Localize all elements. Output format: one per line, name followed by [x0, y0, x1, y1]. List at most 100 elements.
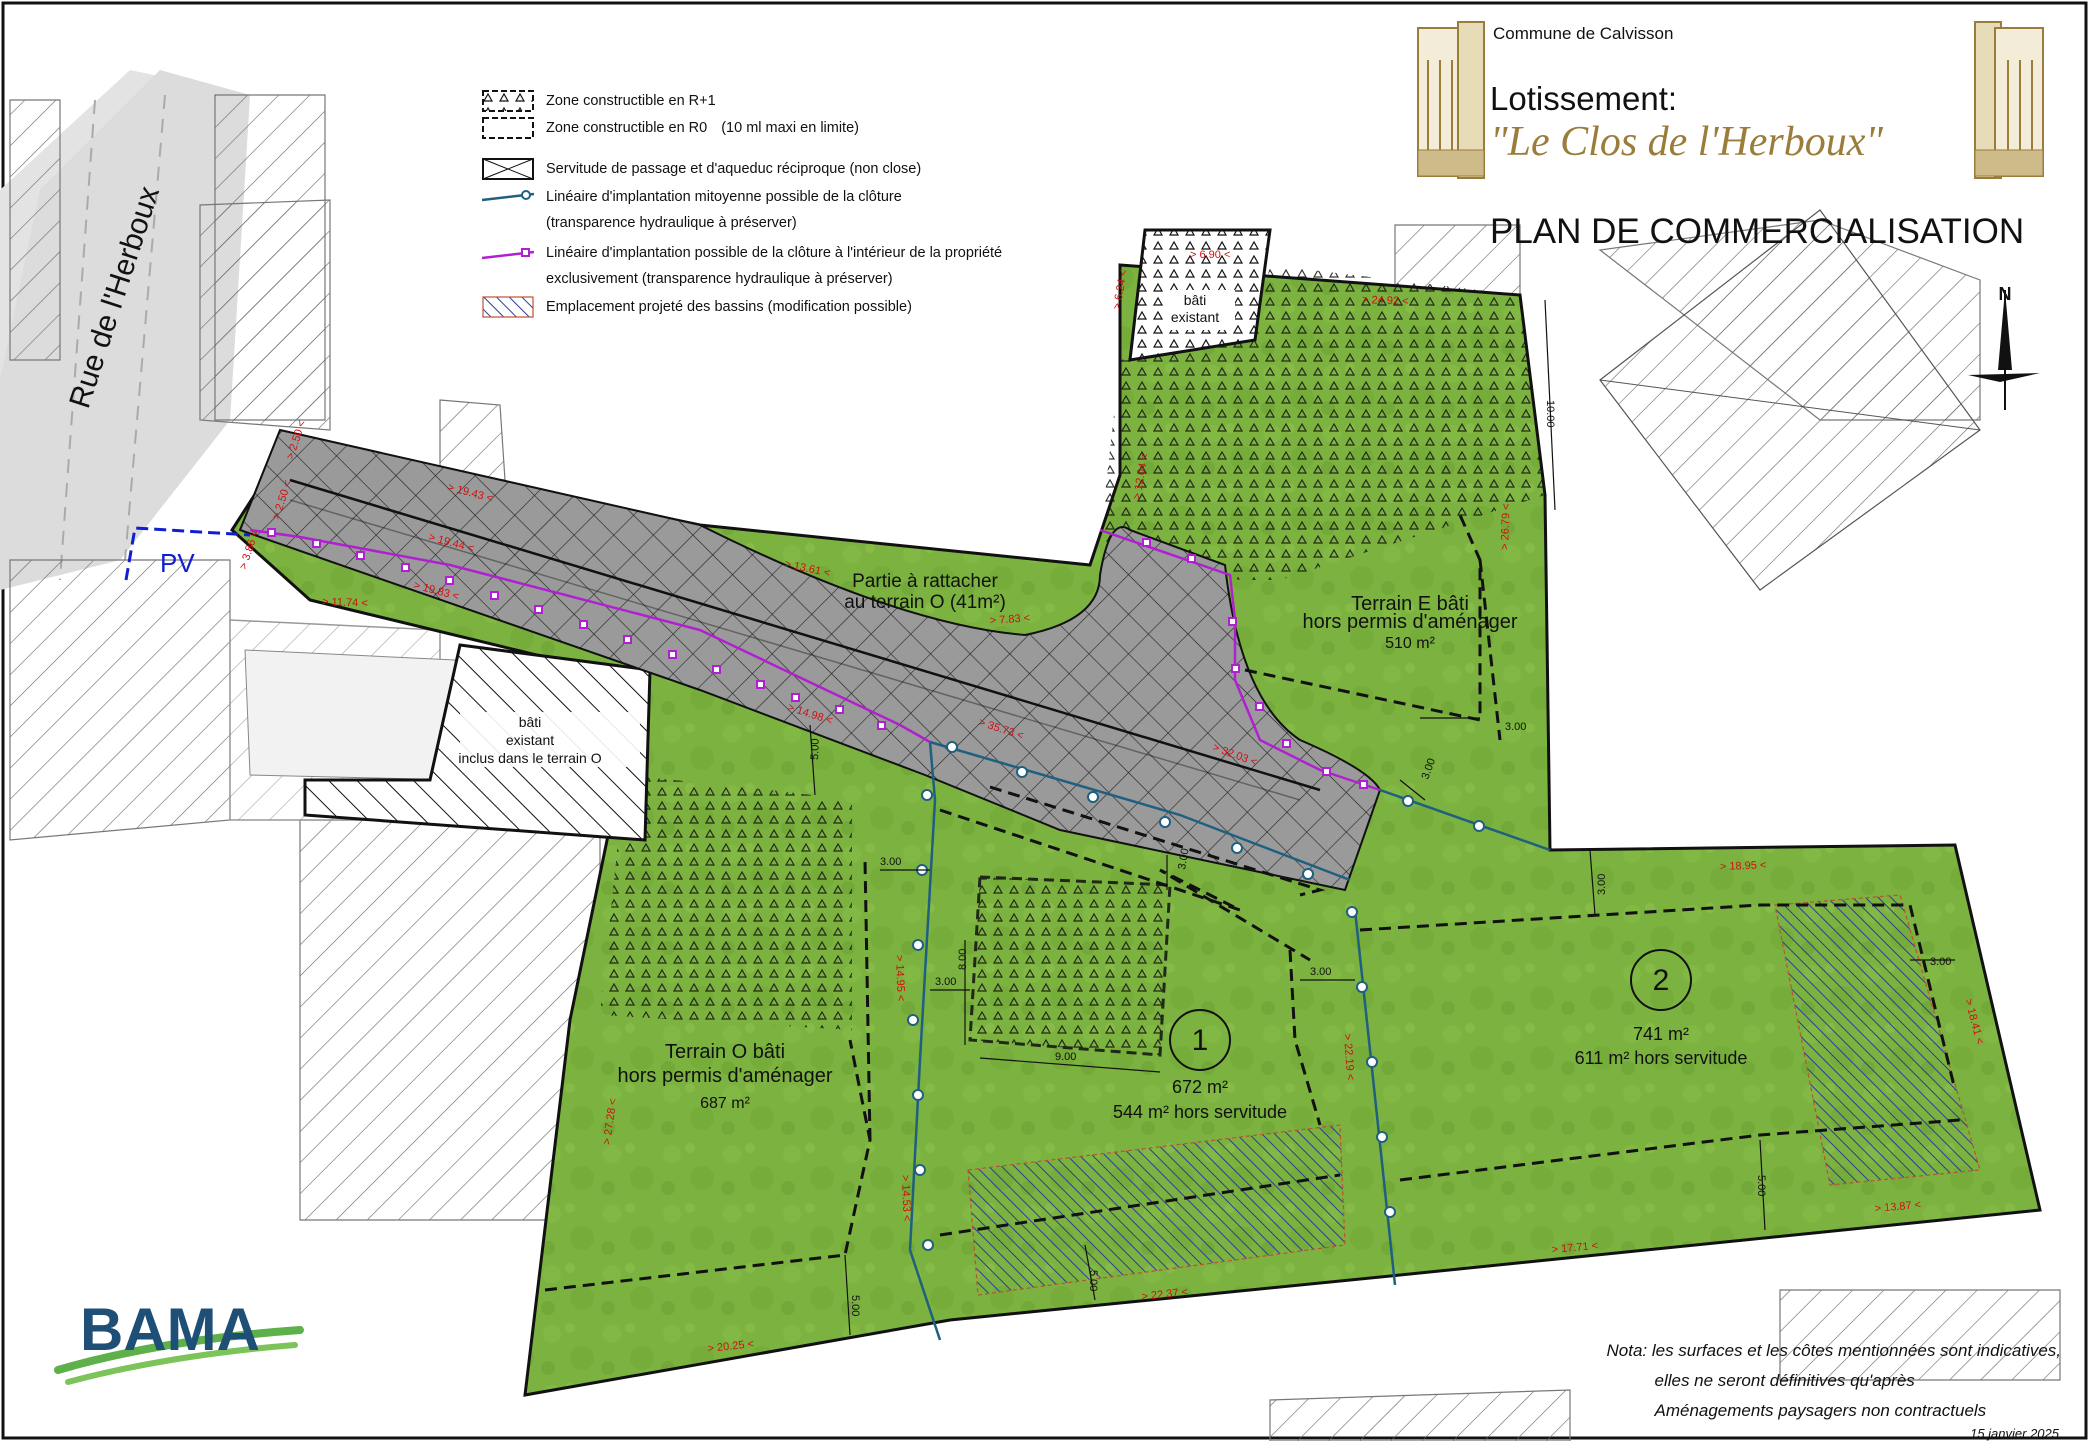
triangle-hatch-icon [482, 90, 534, 112]
lot1-number: 1 [1192, 1024, 1209, 1057]
dim-24-92: > 24.92 < [1362, 294, 1409, 308]
dim-11-74: > 11.74 < [322, 596, 368, 610]
dim-5-00-c: 5.00 [1087, 1270, 1099, 1291]
nota-line-2: elles ne seront définitives qu'après [1654, 1371, 1915, 1390]
north-arrow [1968, 290, 2040, 410]
lotissement-label: Lotissement: [1490, 80, 1678, 117]
dim-10-00: 10.00 [1544, 400, 1556, 428]
dim-6-90: > 6.90 < [1190, 249, 1230, 261]
legend-label-r0: Zone constructible en R0 [546, 120, 708, 136]
partie-rattacher-line1: Partie à rattacher [852, 571, 998, 592]
dimension-lines [809, 299, 1955, 1336]
bati-top-line1: bâti [1184, 292, 1207, 308]
bati-left-line2: existant [506, 732, 554, 748]
access-road-servitude [238, 428, 1382, 892]
teal-fence-nodes [907, 741, 1485, 1251]
legend-label-magenta: Linéaire d'implantation possible de la c… [546, 245, 1003, 261]
lot2-number: 2 [1653, 964, 1670, 997]
nota-line-1: Nota: les surfaces et les côtes mentionn… [1606, 1341, 2061, 1360]
plan-date: 15 janvier 2025 [1970, 1426, 2059, 1441]
dim-3-00-i: 3.00 [935, 976, 956, 988]
dim-3-00-e: 3.00 [1505, 721, 1526, 733]
dim-5-00-d: 5.00 [849, 1295, 861, 1316]
legend-item-basin: Emplacement projeté des bassins (modific… [482, 294, 912, 320]
neighbor-roof-diamond [1599, 209, 1981, 591]
street-area [0, 70, 250, 590]
terrain-e-line1: Terrain E bâti [1351, 593, 1469, 615]
dim-13-87: > 13.87 < [1874, 1199, 1921, 1215]
legend-item-magenta: Linéaire d'implantation possible de la c… [482, 240, 1002, 266]
dim-17-71: > 17.71 < [1551, 1240, 1598, 1256]
legend-item-teal: Linéaire d'implantation mitoyenne possib… [482, 184, 902, 210]
teal-line-icon [482, 190, 534, 202]
legend-label-teal-note: (transparence hydraulique à préserver) [546, 215, 797, 231]
dashed-setback-lines [544, 514, 1961, 1292]
pv-marker [124, 526, 251, 581]
magenta-line-icon [482, 248, 534, 260]
lot-circles [1169, 949, 1692, 1071]
lot1-buildable-r1 [968, 875, 1172, 1057]
legend-label-servitude: Servitude de passage et d'aqueduc récipr… [546, 161, 922, 177]
blue-hatch-icon [482, 296, 534, 318]
dim-18-95: > 18.95 < [1720, 859, 1767, 873]
terrain-o-buildable-r1 [600, 775, 852, 1030]
legend-item-magenta-note: exclusivement (transparence hydraulique … [546, 266, 893, 292]
terrain-o-line1: Terrain O bâti [665, 1041, 785, 1063]
dashed-box-icon [482, 117, 534, 139]
legend-item-servitude: Servitude de passage et d'aqueduc récipr… [482, 156, 921, 182]
dim-14-95: > 14.95 < [893, 955, 907, 1002]
dim-20-25: > 20.25 < [707, 1338, 754, 1355]
dim-5-00-a: 5.00 [809, 738, 822, 760]
basin-lot1 [967, 1124, 1346, 1296]
dim-22-37: > 22.37 < [1141, 1286, 1188, 1303]
dim-5-00-b: 5.00 [1755, 1175, 1767, 1196]
basin-lot2 [1774, 894, 1981, 1186]
dim-3-00-l: 3.00 [1930, 956, 1951, 968]
lot1-area: 672 m² [1172, 1077, 1228, 1097]
terrain-o-area: 687 m² [700, 1095, 750, 1112]
legend-item-r1: Zone constructible en R+1 [482, 88, 716, 114]
legend-label-r1: Zone constructible en R+1 [546, 93, 716, 109]
north-label: N [1999, 284, 2012, 304]
gate-ornament-right [1974, 21, 2044, 179]
existing-building-top [1128, 228, 1272, 362]
gate-ornament-left [1417, 21, 1485, 179]
dim-26-79: > 26.79 < [1499, 503, 1513, 550]
dim-22-19: > 22.19 < [1341, 1033, 1356, 1080]
existing-building-left [303, 643, 652, 842]
legend-label-teal: Linéaire d'implantation mitoyenne possib… [546, 189, 902, 205]
bati-top-line2: existant [1171, 309, 1219, 325]
legend-label-magenta-note: exclusivement (transparence hydraulique … [546, 271, 893, 287]
dim-3-00-h: 3.00 [880, 856, 901, 868]
bama-logo-text: BAMA [80, 1296, 260, 1363]
cross-box-icon [482, 158, 534, 180]
partie-rattacher-line2: au terrain O (41m²) [844, 592, 1006, 613]
legend-label-basin: Emplacement projeté des bassins (modific… [546, 299, 912, 315]
lot2-area: 741 m² [1633, 1024, 1689, 1044]
terrain-o-line2: hors permis d'aménager [617, 1065, 832, 1087]
commune-name: Commune de Calvisson [1493, 24, 1674, 43]
legend-label-r0-note: (10 ml maxi en limite) [721, 120, 859, 136]
magenta-fence-nodes [267, 528, 1368, 789]
lot1-net: 544 m² hors servitude [1113, 1102, 1287, 1122]
dim-8-00: 8.00 [957, 949, 969, 970]
dim-9-00: 9.00 [1055, 1051, 1076, 1063]
dim-7-83: > 7.83 < [989, 612, 1030, 627]
dim-14-53: > 14.53 < [899, 1175, 913, 1222]
legend-item-r0: Zone constructible en R0 (10 ml maxi en … [482, 115, 859, 141]
nota-line-3: Aménagements paysagers non contractuels [1654, 1401, 1987, 1420]
lot2-net: 611 m² hors servitude [1575, 1048, 1748, 1068]
legend-item-teal-note: (transparence hydraulique à préserver) [546, 210, 797, 236]
dim-3-00-g: 3.00 [1176, 847, 1192, 870]
lotissement-name: "Le Clos de l'Herboux" [1490, 119, 1884, 165]
bati-left-line3: inclus dans le terrain O [458, 750, 601, 766]
dim-3-00-k: 3.00 [1596, 874, 1608, 895]
terrain-e-line2: hors permis d'aménager [1302, 611, 1517, 633]
plan-title: PLAN DE COMMERCIALISATION [1490, 212, 2025, 251]
magenta-fence-line [249, 528, 1381, 792]
neighbor-building-left [229, 619, 461, 821]
bati-left-line1: bâti [519, 714, 542, 730]
nota-block: Nota: les surfaces et les côtes mentionn… [1606, 1336, 2061, 1426]
dim-3-00-j: 3.00 [1310, 966, 1331, 978]
